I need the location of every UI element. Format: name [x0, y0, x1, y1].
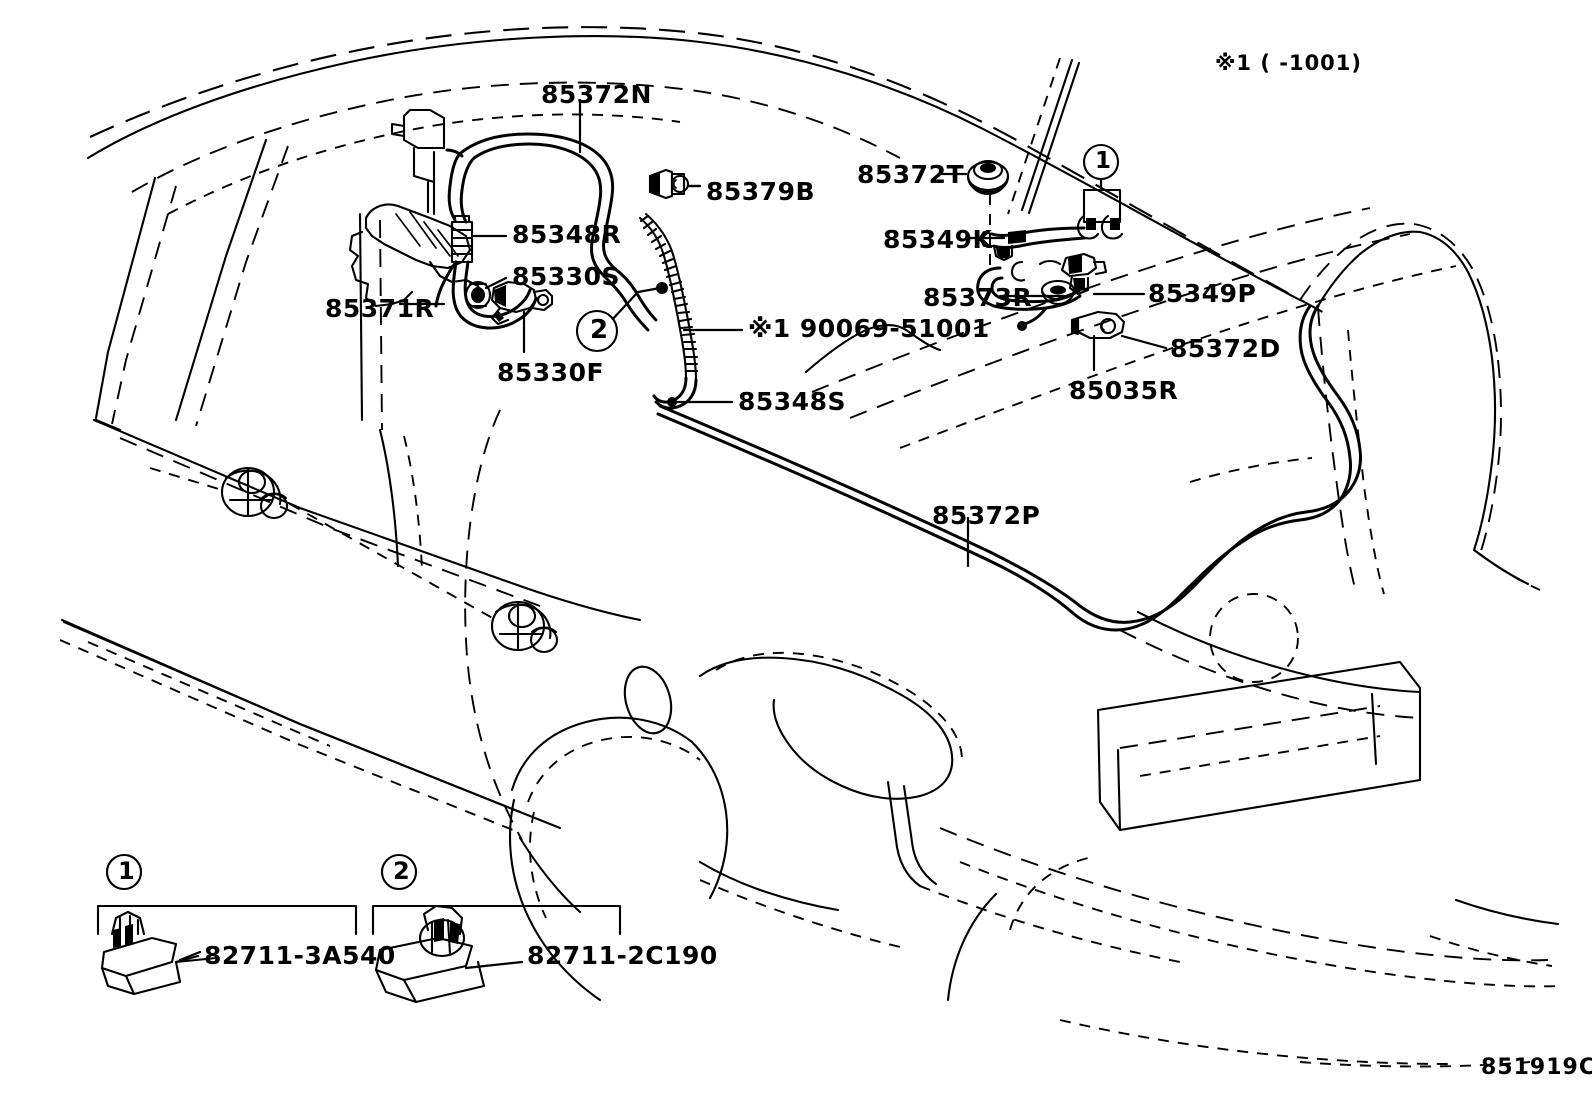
callout-90069-51001: ※1 90069-51001	[748, 314, 990, 343]
callout-85348s: 85348S	[738, 387, 846, 416]
callout-85379b: 85379B	[706, 177, 816, 206]
legend-marker-1-label: 1	[118, 857, 136, 885]
legend-code-82711-3A540: 82711-3A540	[204, 941, 396, 970]
note-top-right: ※1 ( -1001)	[1215, 51, 1363, 75]
callout-85348r: 85348R	[512, 220, 622, 249]
diagram-id: 851919C	[1481, 1055, 1592, 1080]
callout-85330s: 85330S	[512, 262, 620, 291]
callout-85372p: 85372P	[932, 501, 1041, 530]
callout-85349p: 85349P	[1148, 279, 1257, 308]
callout-85373r: 85373R	[923, 283, 1033, 312]
marker-1-diagram-label: 1	[1095, 148, 1112, 174]
legend-marker-2-label: 2	[393, 857, 411, 885]
callout-85371r: 85371R	[325, 294, 435, 323]
callout-85330f: 85330F	[497, 358, 605, 387]
callout-85372n: 85372N	[541, 80, 652, 109]
callout-85349k: 85349K	[883, 225, 993, 254]
callout-85035r: 85035R	[1069, 376, 1179, 405]
marker-2-diagram-label: 2	[590, 315, 609, 345]
callout-85372d: 85372D	[1170, 334, 1281, 363]
callout-85372t: 85372T	[857, 160, 965, 189]
legend-code-82711-2C190: 82711-2C190	[527, 941, 718, 970]
